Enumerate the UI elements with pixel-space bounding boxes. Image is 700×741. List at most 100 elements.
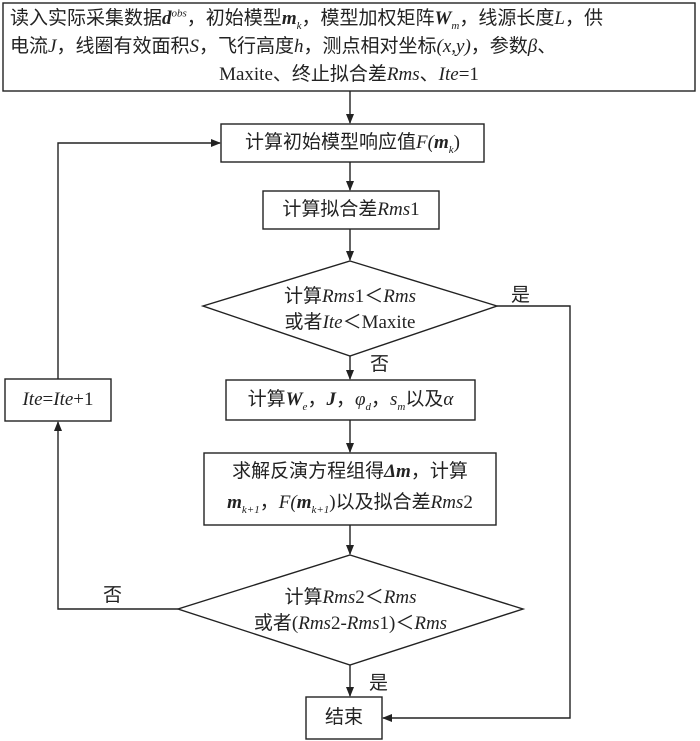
- rms-symbol: Rms: [322, 286, 355, 307]
- delta-m-symbol: Δm: [384, 461, 411, 482]
- input-text: ，供: [564, 8, 603, 29]
- alpha-symbol: α: [443, 389, 454, 410]
- compute-text: ，: [335, 389, 355, 410]
- rms1-label: 计算拟合差Rms1: [263, 196, 439, 223]
- rms1-text: 1: [410, 199, 420, 220]
- increment-text: =: [42, 389, 54, 410]
- edge-label-yes-2: 是: [369, 673, 389, 694]
- decision-text: 或者: [284, 312, 323, 333]
- ite-symbol: Ite: [322, 312, 343, 333]
- ite-symbol: Ite: [438, 64, 459, 85]
- input-box: [2, 2, 696, 92]
- input-text: ，模型加权矩阵: [301, 8, 435, 29]
- decision-text: 计算: [284, 587, 323, 608]
- rms1-text: 计算拟合差: [282, 199, 378, 220]
- coordinate-symbol: (x,y): [436, 36, 471, 57]
- forward-func: F(: [278, 492, 297, 513]
- length-symbol: L: [554, 8, 565, 29]
- model-subscript: k: [448, 143, 454, 156]
- rms-symbol: Rms: [383, 286, 416, 307]
- model-subscript: k: [296, 19, 302, 32]
- rms-symbol: Rms: [386, 64, 420, 85]
- decision-text: 1)＜: [379, 613, 415, 634]
- phi-symbol: φ: [354, 389, 366, 410]
- height-symbol: h: [293, 36, 304, 57]
- weight-subscript: m: [451, 19, 460, 32]
- area-symbol: S: [189, 36, 199, 57]
- rms1-box: [262, 190, 440, 230]
- rms-symbol: Rms: [383, 587, 417, 608]
- compute-text: 计算: [247, 389, 286, 410]
- ite-symbol: Ite: [22, 389, 43, 410]
- decision-text: 计算: [284, 286, 323, 307]
- model-subscript: k+1: [241, 503, 260, 516]
- weight-symbol: W: [434, 8, 452, 29]
- model-symbol: m: [433, 132, 449, 153]
- decision1-line-2: 或者Ite＜Maxite: [203, 309, 497, 336]
- edge-label-no-1: 否: [370, 354, 390, 375]
- current-symbol: J: [48, 36, 57, 57]
- phi-subscript: d: [365, 400, 371, 413]
- input-text: ，线圈有效面积: [56, 36, 190, 57]
- rms-symbol: Rms: [322, 587, 356, 608]
- input-text: ，初始模型: [186, 8, 282, 29]
- ite-symbol: Ite: [53, 389, 74, 410]
- input-line-1: 读入实际采集数据dobs，初始模型mk，模型加权矩阵Wm，线源长度L，供: [10, 5, 603, 32]
- model-symbol: m: [281, 8, 297, 29]
- weight-symbol: W: [285, 389, 303, 410]
- rms-symbol: Rms: [414, 613, 448, 634]
- beta-symbol: β: [527, 36, 538, 57]
- solve-line-1: 求解反演方程组得Δm，计算: [204, 458, 496, 485]
- solve-text: 2: [463, 492, 473, 513]
- input-text: ，线源长度: [459, 8, 555, 29]
- model-subscript: k+1: [311, 503, 330, 516]
- compute-text: ，: [370, 389, 390, 410]
- edge-label-yes-1: 是: [511, 285, 531, 306]
- increment-text: +1: [73, 389, 94, 410]
- s-symbol: s: [390, 389, 398, 410]
- input-line-3: Maxite、终止拟合差Rms、Ite=1: [3, 61, 695, 88]
- forward-func: F(: [416, 132, 434, 153]
- input-text: ，参数: [470, 36, 528, 57]
- forward-text: ): [453, 132, 460, 153]
- solve-text: ，: [259, 492, 279, 513]
- input-text: 电流: [10, 36, 49, 57]
- input-text: 、: [537, 36, 557, 57]
- input-text: Maxite、终止拟合差: [219, 64, 387, 85]
- arrow-decision2-no-increment: [54, 421, 178, 610]
- data-symbol: d: [162, 8, 172, 29]
- obs-superscript: obs: [171, 7, 187, 20]
- rms-symbol: Rms: [346, 613, 380, 634]
- decision-text: 2＜: [355, 587, 384, 608]
- forward-box: [220, 123, 485, 163]
- decision2-line-1: 计算Rms2＜Rms: [178, 584, 523, 611]
- forward-label: 计算初始模型响应值F(mk): [221, 129, 484, 156]
- model-symbol: m: [296, 492, 312, 513]
- compute-w-label: 计算We，J，φd，sm以及α: [226, 386, 475, 413]
- edge-label-no-2: 否: [103, 585, 123, 606]
- decision2-line-2: 或者(Rms2-Rms1)＜Rms: [178, 610, 523, 637]
- input-text: 、: [419, 64, 439, 85]
- rms-symbol: Rms: [430, 492, 464, 513]
- increment-label: Ite=Ite+1: [5, 386, 111, 413]
- solve-text: 求解反演方程组得: [232, 461, 385, 482]
- arrow-increment-forward: [57, 139, 221, 379]
- solve-line-2: mk+1，F(mk+1)以及拟合差Rms2: [204, 489, 496, 516]
- solve-text: )以及拟合差: [329, 492, 431, 513]
- decision-text: 1＜: [354, 286, 384, 307]
- solve-text: ，计算: [410, 461, 468, 482]
- decision-text: 2-: [330, 613, 347, 634]
- input-text: ，飞行高度: [198, 36, 294, 57]
- input-text: ，测点相对坐标: [303, 36, 437, 57]
- decision1-line-1: 计算Rms1＜Rms: [203, 283, 497, 310]
- input-line-2: 电流J，线圈有效面积S，飞行高度h，测点相对坐标(x,y)，参数β、: [10, 33, 556, 60]
- rms-symbol: Rms: [298, 613, 331, 634]
- end-label: 结束: [324, 707, 363, 728]
- decision-text: 或者(: [253, 613, 299, 634]
- rms-symbol: Rms: [377, 199, 411, 220]
- weight-subscript: e: [302, 400, 308, 413]
- input-text: 读入实际采集数据: [10, 8, 163, 29]
- arrow-decision1-yes-end: [382, 305, 571, 722]
